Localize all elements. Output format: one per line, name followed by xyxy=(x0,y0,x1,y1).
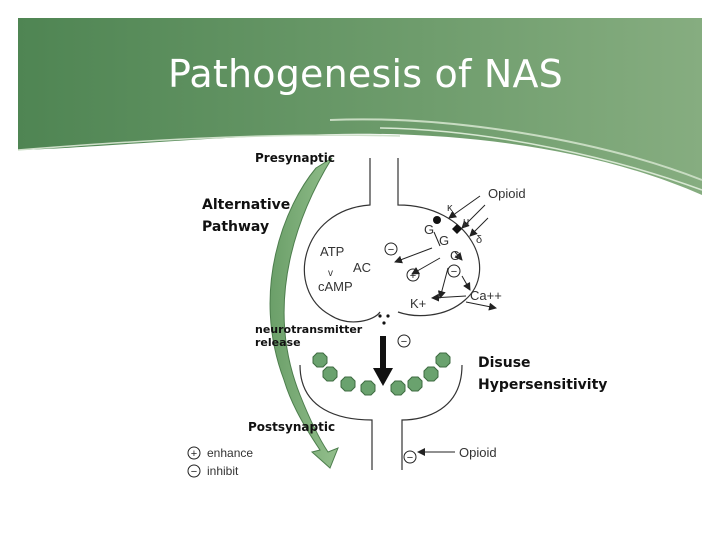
camp-label: cAMP xyxy=(318,279,353,294)
postsynaptic-label: Postsynaptic xyxy=(248,420,335,434)
release-arrow xyxy=(373,336,393,386)
conversion-arrow-glyph: v xyxy=(328,268,333,279)
legend-minus-sign: − xyxy=(191,466,197,478)
kappa-label: κ xyxy=(447,202,453,214)
plus-sign: + xyxy=(410,270,416,282)
title-banner xyxy=(17,18,703,195)
signal-arrows xyxy=(394,195,497,456)
alternative-pathway-arrow xyxy=(269,157,339,469)
sign-circles xyxy=(187,242,461,478)
receptor xyxy=(407,376,423,392)
minus-sign: − xyxy=(401,336,407,348)
opioid-top-label: Opioid xyxy=(488,186,526,201)
presynaptic-neuron xyxy=(303,158,481,323)
postsynaptic-neuron xyxy=(299,364,463,470)
alternative-pathway-line1: Alternative xyxy=(202,197,290,213)
k-plus-label: K+ xyxy=(410,296,426,311)
mu-label: μ xyxy=(463,216,469,228)
alternative-pathway-line2: Pathway xyxy=(202,219,269,235)
g-protein-label-1: G xyxy=(424,222,434,237)
slide-title: Pathogenesis of NAS xyxy=(168,52,563,96)
legend-inhibit-label: inhibit xyxy=(207,464,239,478)
postsynaptic-receptors xyxy=(312,352,451,396)
vesicle-dots xyxy=(378,314,390,325)
ac-label: AC xyxy=(353,260,371,275)
g-protein-label-3: G xyxy=(450,248,460,263)
receptor xyxy=(390,380,406,396)
presynaptic-label: Presynaptic xyxy=(255,151,335,165)
g-protein-label-2: G xyxy=(439,233,449,248)
hypersensitivity-label: Hypersensitivity xyxy=(478,377,607,393)
receptor xyxy=(423,366,439,382)
disuse-label: Disuse xyxy=(478,355,531,371)
release-label: release xyxy=(255,336,301,349)
minus-sign: − xyxy=(451,266,457,278)
minus-sign: − xyxy=(388,244,394,256)
ca-label: Ca++ xyxy=(470,288,502,303)
atp-label: ATP xyxy=(320,244,344,259)
receptor xyxy=(360,380,376,396)
receptor xyxy=(435,352,451,368)
opioid-receptor-complex xyxy=(433,216,462,247)
receptor xyxy=(340,376,356,392)
receptor xyxy=(312,352,328,368)
legend-enhance-label: enhance xyxy=(207,446,253,460)
neurotransmitter-label: neurotransmitter xyxy=(255,323,363,336)
legend-plus-sign: + xyxy=(191,448,197,460)
opioid-bottom-label: Opioid xyxy=(459,445,497,460)
delta-label: δ xyxy=(476,234,482,246)
legend: + − enhance inhibit xyxy=(191,446,254,478)
minus-sign: − xyxy=(407,452,413,464)
receptor xyxy=(322,366,338,382)
